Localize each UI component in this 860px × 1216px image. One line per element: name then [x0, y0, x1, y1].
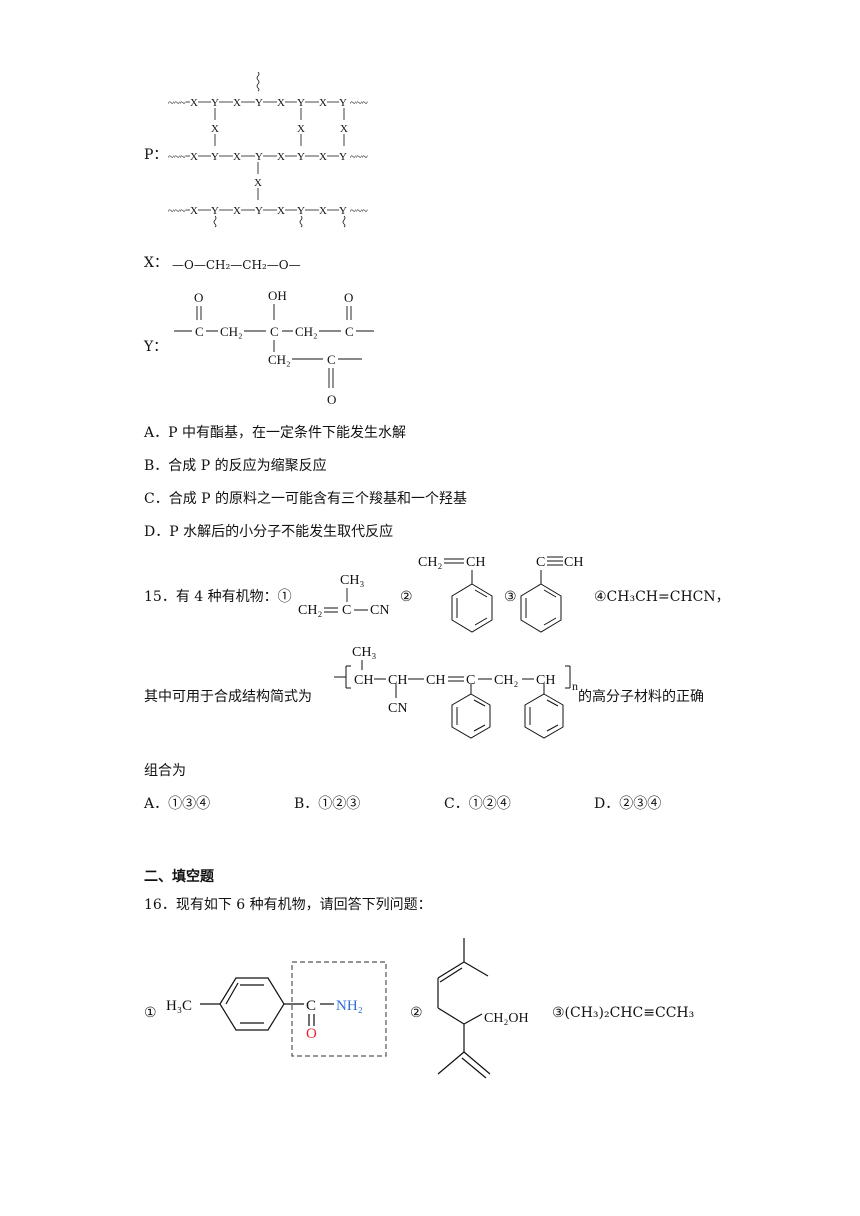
X-label: X：: [144, 255, 168, 271]
polymer-P-network: ~~~ X Y X Y X Y X Y ~~~ ~~~ X Y X Y X Y …: [168, 71, 368, 228]
q16-num-2: ②: [410, 1005, 423, 1021]
wave-right-1: ~~~: [350, 97, 368, 109]
atom-CH: CH: [466, 555, 485, 570]
atom-CH2: CH₂: [268, 352, 291, 367]
x-crosslink: X: [340, 123, 348, 135]
x-unit: X: [277, 97, 285, 109]
y-unit: Y: [297, 151, 305, 163]
atom-C: C: [466, 673, 475, 688]
x-unit: X: [319, 205, 327, 217]
y-unit: Y: [339, 205, 347, 217]
x-crosslink: X: [211, 123, 219, 135]
atom-OH: OH: [268, 288, 287, 303]
wave-right-2: ~~~: [350, 151, 368, 163]
x-crosslink: X: [297, 123, 305, 135]
atom-CH: CH: [354, 673, 373, 688]
q15-option-a: A．①③④: [144, 796, 211, 812]
q15-stem-prefix: 15．有 4 种有机物：①: [144, 589, 292, 605]
q15-item-4: ④CH₃CH=CHCN，: [594, 589, 730, 605]
repeat-n: n: [572, 679, 578, 693]
x-unit: X: [233, 151, 241, 163]
x-unit: X: [319, 97, 327, 109]
atom-C: C: [342, 603, 351, 618]
X-formula: —O—CH₂—CH₂—O—: [172, 258, 301, 272]
x-unit: X: [233, 205, 241, 217]
atom-CH2: CH₂: [298, 603, 322, 618]
q15-num-2: ②: [400, 589, 413, 605]
atom-CH3: CH₃: [340, 573, 364, 588]
y-unit: Y: [297, 97, 305, 109]
atom-C: C: [345, 324, 354, 339]
q15-line3: 组合为: [144, 763, 186, 779]
atom-O: O: [306, 1026, 317, 1042]
Y-structure: O OH O C CH₂ C CH₂ C CH₂ C O: [174, 288, 374, 407]
x-unit: X: [233, 97, 241, 109]
atom-CH2OH: CH₂OH: [484, 1011, 529, 1026]
q16-compound-2-terpene-alcohol: CH₂OH: [437, 938, 529, 1079]
atom-CH: CH: [426, 673, 445, 688]
q14-option-a: A．P 中有酯基，在一定条件下能发生水解: [144, 425, 406, 441]
atom-H3C: H₃C: [166, 998, 192, 1014]
wave-left-1: ~~~: [168, 97, 186, 109]
target-polymer-structure: CH₃ CH CH CH C CH₂ CH CN n: [334, 645, 578, 739]
atom-C: C: [195, 324, 204, 339]
atom-C: C: [270, 324, 279, 339]
y-unit: Y: [339, 97, 347, 109]
atom-CH2: CH₂: [295, 324, 318, 339]
atom-C: C: [536, 555, 545, 570]
atom-CH2: CH₂: [220, 324, 243, 339]
q14-option-c: C．合成 P 的原料之一可能含有三个羧基和一个羟基: [144, 491, 468, 507]
q14-option-d: D．P 水解后的小分子不能发生取代反应: [144, 524, 394, 540]
y-unit: Y: [339, 151, 347, 163]
atom-CH: CH: [564, 555, 583, 570]
y-unit: Y: [297, 205, 305, 217]
q14-option-b: B．合成 P 的反应为缩聚反应: [144, 458, 327, 474]
atom-O: O: [194, 290, 203, 305]
x-unit: X: [277, 205, 285, 217]
x-unit: X: [277, 151, 285, 163]
q16-item-3: ③(CH₃)₂CHC≡CCH₃: [552, 1005, 695, 1021]
y-unit: Y: [255, 97, 263, 109]
q16-compound-1-toluamide: H₃C C NH₂ O: [166, 961, 387, 1057]
q15-line2-prefix: 其中可用于合成结构简式为: [144, 689, 312, 705]
q15-line2-suffix: 的高分子材料的正确: [578, 689, 704, 705]
q16-stem: 16．现有如下 6 种有机物，请回答下列问题：: [144, 897, 432, 913]
x-unit: X: [190, 151, 198, 163]
y-unit: Y: [211, 205, 219, 217]
atom-C: C: [306, 998, 316, 1014]
q16-num-1: ①: [144, 1005, 157, 1021]
y-unit: Y: [255, 205, 263, 217]
wave-right-3: ~~~: [350, 205, 368, 217]
atom-CN: CN: [370, 603, 389, 618]
y-unit: Y: [255, 151, 263, 163]
compound-3-phenylacetylene: C CH: [520, 555, 583, 633]
atom-CH2: CH₂: [418, 555, 442, 570]
x-unit: X: [319, 151, 327, 163]
x-unit: X: [190, 97, 198, 109]
y-unit: Y: [211, 151, 219, 163]
y-unit: Y: [211, 97, 219, 109]
atom-CH3: CH₃: [352, 645, 376, 660]
P-label: P：: [144, 147, 168, 163]
x-crosslink: X: [254, 177, 262, 189]
wave-left-2: ~~~: [168, 151, 186, 163]
Y-label: Y：: [144, 339, 168, 355]
section-title: 二、填空题: [144, 869, 214, 885]
q15-option-d: D．②③④: [594, 796, 662, 812]
atom-CH2: CH₂: [494, 673, 518, 688]
x-unit: X: [190, 205, 198, 217]
compound-2-styrene: CH₂ CH: [418, 555, 493, 633]
atom-NH2: NH₂: [336, 998, 363, 1014]
compound-1-methacrylonitrile: CH₃ CH₂ C CN: [298, 573, 389, 618]
atom-CH: CH: [536, 673, 555, 688]
q15-option-b: B．①②③: [294, 796, 361, 812]
atom-O: O: [344, 290, 353, 305]
atom-O: O: [327, 392, 336, 407]
atom-C: C: [327, 352, 336, 367]
q15-option-c: C．①②④: [444, 796, 511, 812]
wave-left-3: ~~~: [168, 205, 186, 217]
atom-CH: CH: [388, 673, 407, 688]
atom-CN: CN: [388, 701, 407, 716]
q15-num-3: ③: [504, 589, 517, 605]
